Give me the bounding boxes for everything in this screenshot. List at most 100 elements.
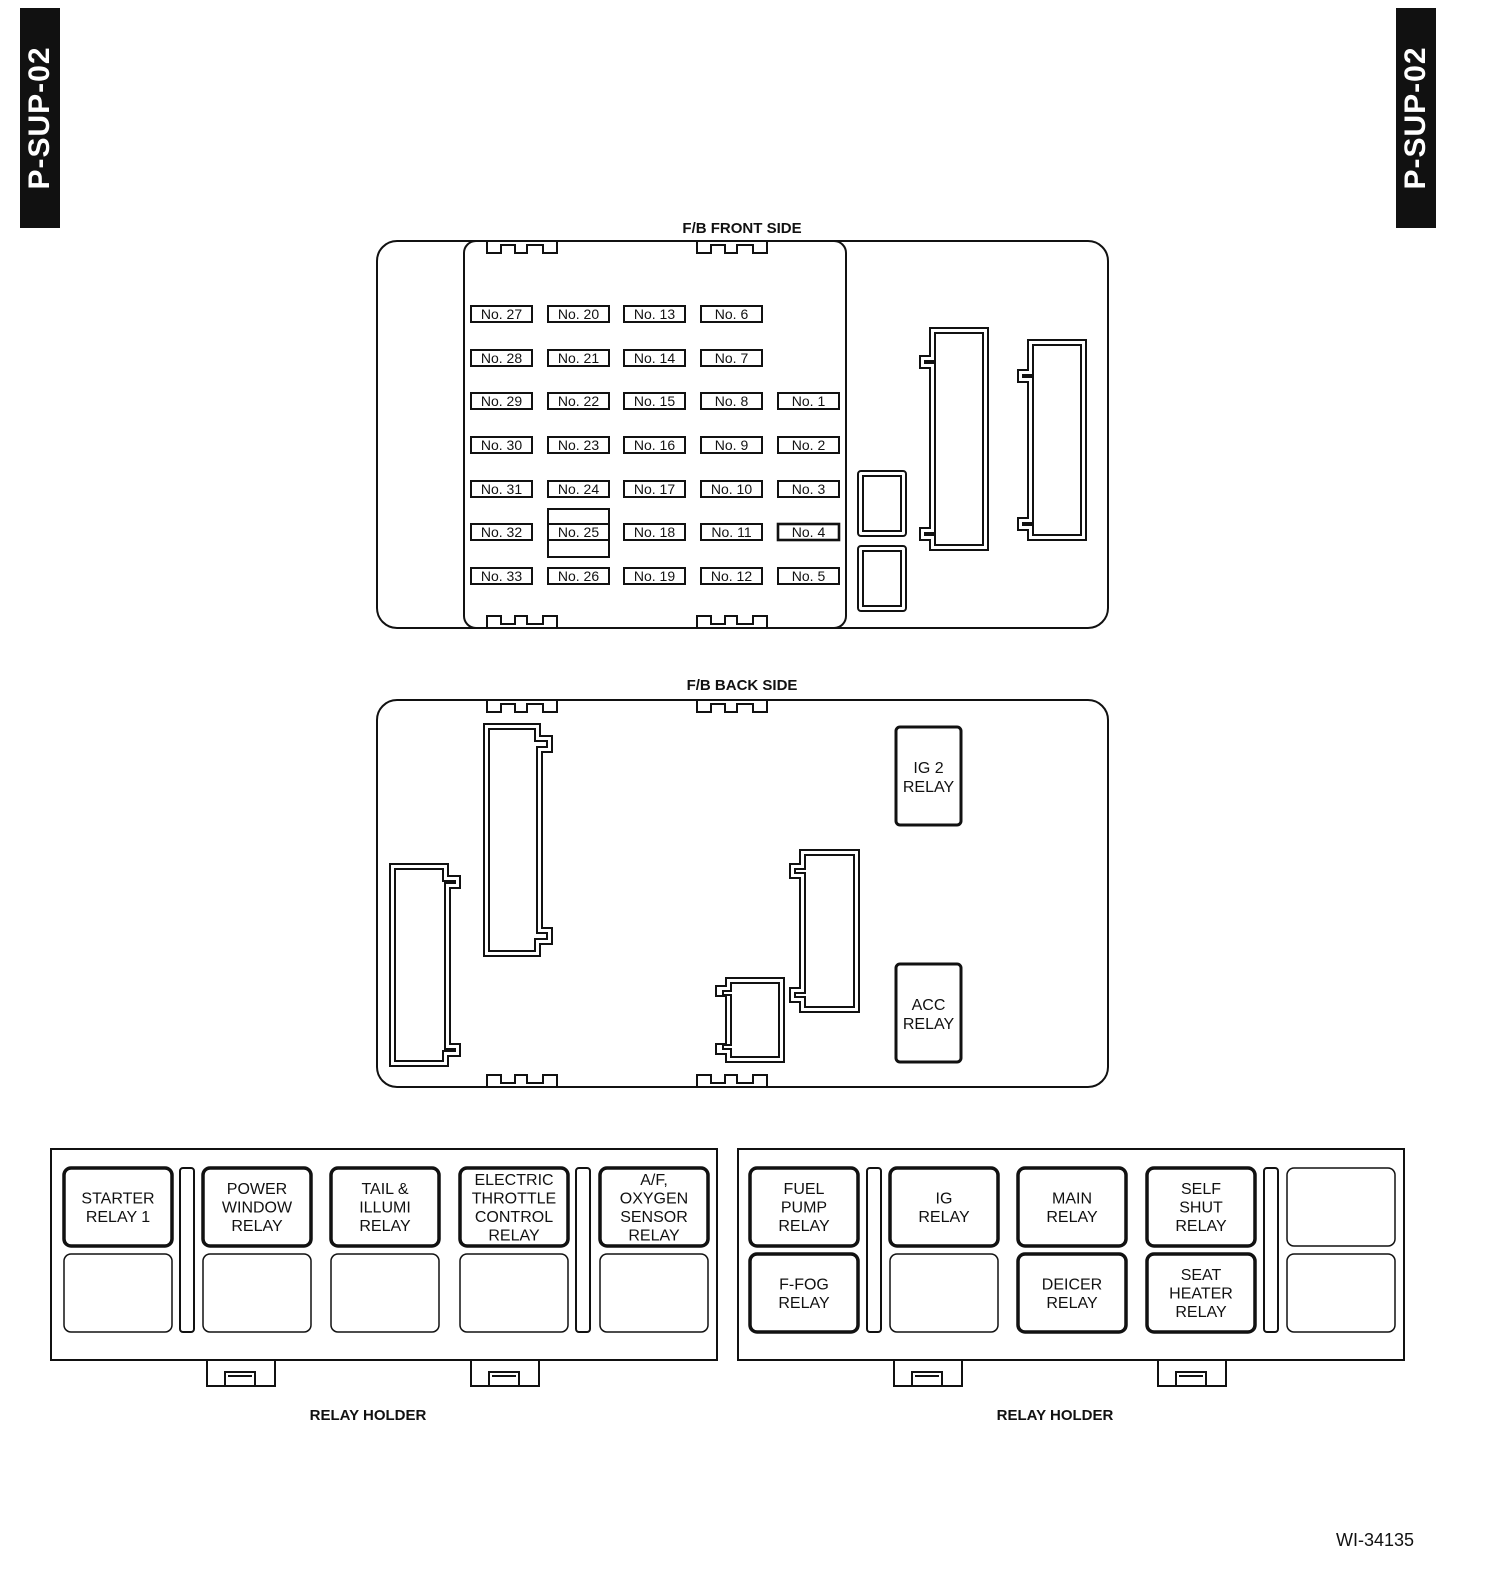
relay-label: RELAY — [488, 1227, 540, 1244]
fuse-label: No. 22 — [558, 393, 599, 409]
back-connector-d-inner — [722, 982, 780, 1058]
fuse-label: No. 15 — [634, 393, 675, 409]
back-connector-c-inner — [794, 854, 855, 1008]
fuse-box — [777, 392, 840, 410]
relay-holder-right-title: RELAY HOLDER — [996, 1407, 1114, 1424]
relay-label: RELAY — [778, 1295, 830, 1312]
fuse-slot: No. 7 — [700, 349, 763, 367]
relay-label: RELAY — [1046, 1209, 1098, 1226]
fuse-slot: No. 27 — [470, 305, 533, 323]
relay-label: ELECTRIC — [474, 1172, 553, 1189]
fuse-label: No. 21 — [558, 350, 599, 366]
relay-label: ILLUMI — [359, 1200, 411, 1217]
back-connector-c — [789, 849, 860, 1013]
fuse-box — [547, 305, 610, 323]
fuse-box — [623, 436, 686, 454]
fuse-slot: No. 29 — [470, 392, 533, 410]
fuse-label: No. 7 — [715, 350, 749, 366]
fuse-box — [547, 436, 610, 454]
empty-relay-socket — [63, 1253, 173, 1333]
fuse-slot: No. 21 — [547, 349, 610, 367]
relay-label: RELAY — [1046, 1295, 1098, 1312]
empty-relay-socket — [459, 1253, 569, 1333]
fuse-slot: No. 20 — [547, 305, 610, 323]
fuse-label: No. 10 — [711, 481, 752, 497]
fuse-slot: No. 24 — [547, 480, 610, 498]
clip — [696, 700, 768, 713]
relay-divider — [1263, 1167, 1279, 1333]
relay-label: TAIL & — [361, 1181, 408, 1198]
fuse-slot: No. 23 — [547, 436, 610, 454]
fuse-label: No. 1 — [792, 393, 826, 409]
fuse-label: No. 23 — [558, 437, 599, 453]
fuse-slot: No. 15 — [623, 392, 686, 410]
relay-label: OXYGEN — [620, 1190, 688, 1207]
relay-socket — [598, 1166, 710, 1248]
relay-socket — [888, 1166, 1000, 1248]
relay-label: RELAY 1 — [86, 1209, 150, 1226]
relay-label: POWER — [227, 1181, 287, 1198]
relay-label: RELAY — [359, 1218, 411, 1235]
fuse-box — [470, 480, 533, 498]
fuse-label: No. 32 — [481, 524, 522, 540]
fuse-box — [623, 392, 686, 410]
relay-label: RELAY — [1175, 1304, 1227, 1321]
fuse-slot: No. 2 — [777, 436, 840, 454]
relay-label: SENSOR — [620, 1209, 688, 1226]
relay-label: SHUT — [1179, 1200, 1223, 1217]
relay-label: RELAY — [918, 1209, 970, 1226]
clip — [486, 1074, 558, 1087]
clip — [696, 241, 768, 254]
relay-label: PUMP — [781, 1200, 827, 1217]
fuse-label: No. 2 — [792, 437, 826, 453]
relay-socket — [1016, 1252, 1128, 1334]
fuse-slot: No. 32 — [470, 523, 533, 541]
fuse-label: No. 31 — [481, 481, 522, 497]
relay-label: RELAY — [1175, 1218, 1227, 1235]
relay-label: RELAY — [778, 1218, 830, 1235]
fuse-label: No. 19 — [634, 568, 675, 584]
front-connector-b — [1017, 339, 1087, 541]
relay-label: SELF — [1181, 1181, 1221, 1198]
front-connector-b-inner — [1022, 344, 1082, 536]
relay-label: RELAY — [628, 1227, 680, 1244]
clip — [486, 615, 558, 628]
relay-socket — [748, 1252, 860, 1334]
relay-socket — [748, 1166, 860, 1248]
back-relay-label: IG 2 — [913, 760, 943, 777]
empty-relay-socket — [889, 1253, 999, 1333]
fuse-box — [470, 392, 533, 410]
back-relay-label: ACC — [912, 997, 946, 1014]
relay-socket — [1145, 1252, 1257, 1334]
fuse-slot: No. 18 — [623, 523, 686, 541]
fuse-slot: No. 17 — [623, 480, 686, 498]
relay-label: HEATER — [1169, 1286, 1233, 1303]
fuse-box — [700, 305, 763, 323]
fuse-label: No. 9 — [715, 437, 749, 453]
fuse-label: No. 6 — [715, 306, 749, 322]
relay-holder-right-frame — [737, 1148, 1405, 1361]
fuse-label: No. 14 — [634, 350, 675, 366]
fuse-box — [623, 349, 686, 367]
fuse-box — [547, 349, 610, 367]
empty-relay-socket — [202, 1253, 312, 1333]
back-panel-outline — [376, 699, 1109, 1088]
fuse-label: No. 8 — [715, 393, 749, 409]
fuse-box — [776, 522, 841, 542]
fuse-slot: No. 25 — [547, 523, 610, 541]
front-small-socket — [857, 545, 907, 612]
fuse-label: No. 28 — [481, 350, 522, 366]
relay-label: DEICER — [1042, 1276, 1102, 1293]
fuse-box — [777, 436, 840, 454]
relay-label: CONTROL — [475, 1209, 553, 1226]
fuse-box — [547, 480, 610, 498]
relay-socket — [458, 1166, 570, 1248]
back-connector-a-inner — [488, 728, 548, 952]
fuse-slot: No. 5 — [777, 567, 840, 585]
relay-socket — [329, 1166, 441, 1248]
back-side-title: F/B BACK SIDE — [686, 677, 798, 694]
fuse-box — [777, 480, 840, 498]
fuse-label: No. 13 — [634, 306, 675, 322]
fuse-slot: No. 30 — [470, 436, 533, 454]
fuse-box — [700, 567, 763, 585]
